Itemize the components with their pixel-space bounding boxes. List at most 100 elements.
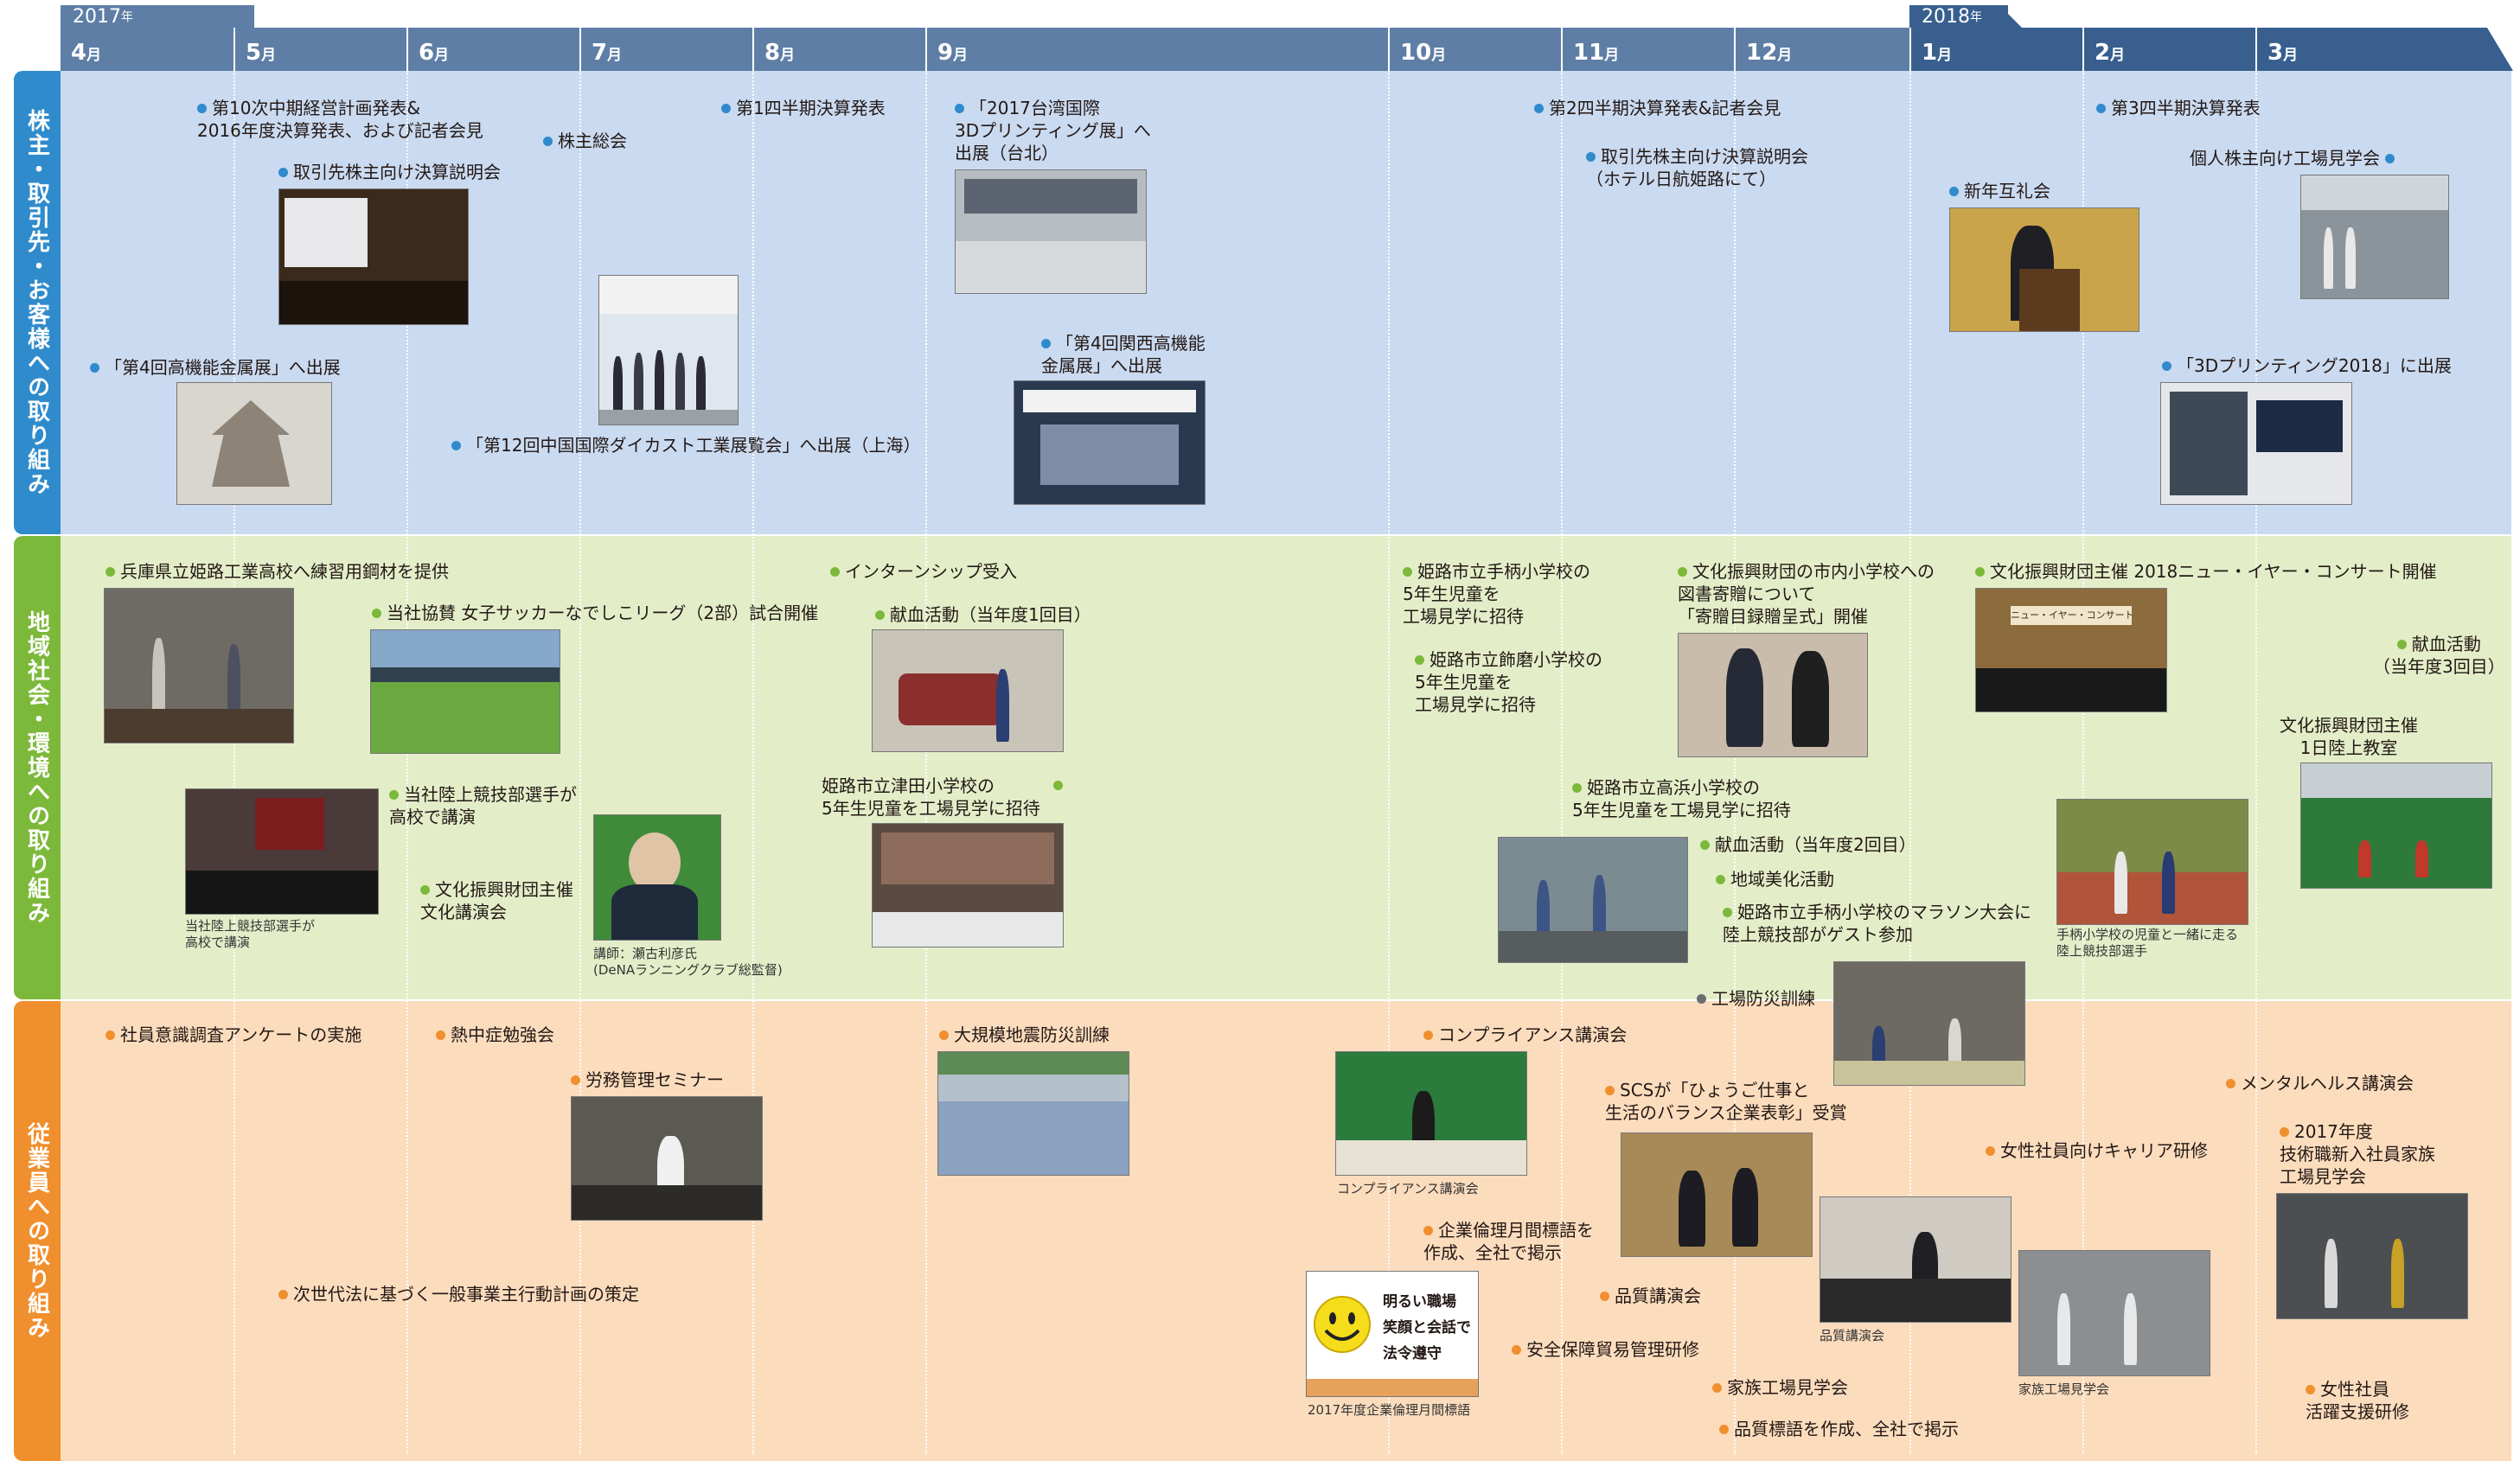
bullet-dot	[451, 441, 461, 450]
event-item: 文化振興財団主催 1日陸上教室	[2280, 715, 2418, 758]
photo-new-year	[1949, 207, 2139, 332]
event-item: 新年互礼会	[1949, 180, 2050, 202]
event-item: 次世代法に基づく一般事業主行動計画の策定	[278, 1283, 639, 1305]
bullet-dot	[1949, 187, 1959, 196]
bullet-dot	[1403, 567, 1412, 577]
month-divider	[2082, 71, 2084, 1454]
bullet-dot	[2096, 104, 2106, 113]
bullet-dot	[106, 1030, 115, 1040]
photo-takahama-school-tour	[1498, 837, 1688, 963]
event-item: 「3Dプリンティング2018」に出展	[2162, 354, 2452, 377]
smiley-icon	[1314, 1296, 1371, 1353]
photo-scs-award	[1621, 1132, 1813, 1257]
event-item: 第10次中期経営計画発表& 2016年度決算発表、および記者会見	[197, 98, 483, 141]
month-2: 2月	[2082, 28, 2255, 71]
section-employees-bg	[61, 1001, 2511, 1461]
event-item: 「2017台湾国際 3Dプリンティング展」へ 出展（台北）	[955, 98, 1151, 163]
photo-metal-castle	[176, 382, 332, 505]
photo-track-class	[2300, 762, 2492, 889]
bullet-dot	[955, 104, 964, 113]
event-item: 兵庫県立姫路工業高校へ練習用鋼材を提供	[106, 560, 449, 583]
bullet-dot	[1719, 1425, 1729, 1434]
event-item: 姫路市立手柄小学校のマラソン大会に 陸上競技部がゲスト参加	[1723, 902, 2031, 945]
month-divider	[579, 71, 581, 1454]
section-community-label: 地域社会・環境への取り組み	[14, 536, 61, 999]
photo-3d-printing-booth	[2160, 382, 2352, 505]
photo-caption: 品質講演会	[1820, 1328, 1885, 1343]
event-item: 第2四半期決算発表&記者会見	[1534, 97, 1781, 119]
month-divider	[233, 71, 235, 1454]
event-item: 社員意識調査アンケートの実施	[106, 1024, 361, 1046]
event-item: 品質講演会	[1600, 1285, 1701, 1307]
bullet-dot	[2226, 1079, 2235, 1088]
ethics-slogan-poster: 明るい職場 笑顔と会話で 法令遵守	[1306, 1271, 1479, 1397]
event-item: 文化振興財団の市内小学校への 図書寄贈について 「寄贈目録贈呈式」開催	[1678, 561, 1935, 627]
bullet-dot	[106, 567, 115, 577]
bullet-dot	[721, 104, 731, 113]
photo-soccer-match	[370, 629, 560, 754]
event-item: 女性社員向けキャリア研修	[1986, 1139, 2208, 1162]
event-item: 当社協賛 女子サッカーなでしこリーグ（2部）試合開催	[372, 602, 818, 624]
event-item: 品質標語を作成、全社で掲示	[1719, 1418, 1959, 1440]
bullet-dot	[1423, 1226, 1433, 1235]
event-item: 2017年度 技術職新入社員家族 工場見学会	[2280, 1121, 2435, 1187]
month-divider	[1734, 71, 1736, 1454]
year-tab-2017-slant	[147, 5, 182, 29]
event-item: 工場防災訓練	[1697, 987, 1815, 1010]
month-4: 4月	[71, 40, 102, 66]
event-item: インターンシップ受入	[830, 560, 1017, 583]
bullet-dot	[1723, 908, 1732, 917]
month-8: 8月	[752, 28, 925, 71]
month-divider	[1388, 71, 1390, 1454]
photo-caption: 講師：瀬古利彦氏 (DeNAランニングクラブ総監督)	[593, 946, 783, 978]
month-3: 3月	[2255, 28, 2463, 71]
photo-briefing	[278, 188, 469, 325]
bullet-dot	[2396, 640, 2407, 649]
bullet-dot	[1572, 783, 1582, 793]
photo-factory-tour	[2300, 175, 2449, 299]
photo-kansai-booth	[1014, 380, 1206, 505]
year-start: 2017	[73, 6, 121, 28]
bullet-dot	[372, 609, 381, 618]
month-6: 6月	[406, 28, 579, 71]
concert-sign: ニュー・イヤー・コンサート	[2011, 606, 2132, 625]
bullet-dot	[1053, 781, 1063, 790]
month-divider	[1909, 71, 1911, 1454]
event-item: 企業倫理月間標語を 作成、全社で掲示	[1423, 1220, 1594, 1263]
photo-school-lecture	[185, 788, 379, 915]
photo-fire-drill	[1833, 961, 2025, 1086]
event-item: 第3四半期決算発表	[2096, 97, 2261, 119]
event-item: 献血活動（当年度2回目）	[1700, 833, 1916, 856]
event-item: 第1四半期決算発表	[721, 97, 886, 119]
bullet-dot	[90, 363, 99, 373]
bullet-dot	[875, 610, 885, 620]
event-item: SCSが「ひょうご仕事と 生活のバランス企業表彰」受賞	[1605, 1080, 1847, 1123]
event-item: 取引先株主向け決算説明会 （ホテル日航姫路にて）	[1586, 146, 1808, 189]
bullet-dot	[571, 1075, 580, 1085]
bullet-dot	[197, 104, 207, 113]
section-employees-label: 従業員への取り組み	[14, 1001, 61, 1461]
year-end: 2018	[1922, 6, 1970, 28]
event-item: 「第4回高機能金属展」へ出展	[90, 356, 341, 379]
photo-caption: 家族工場見学会	[2018, 1381, 2110, 1397]
photo-caption: コンプライアンス講演会	[1337, 1181, 1479, 1196]
bullet-dot	[1697, 994, 1706, 1004]
photo-compliance-lecture	[1335, 1051, 1527, 1176]
bullet-dot	[1586, 152, 1596, 162]
photo-quality-lecture	[1820, 1196, 2012, 1323]
photo-blood-drive-1	[872, 629, 1064, 752]
bullet-dot	[2162, 361, 2171, 371]
bullet-dot	[1712, 1383, 1722, 1393]
poster-line-1: 明るい職場	[1383, 1293, 1456, 1311]
photo-marathon	[2056, 799, 2248, 925]
bullet-dot	[2306, 1385, 2315, 1394]
month-divider	[1561, 71, 1563, 1454]
month-divider	[752, 71, 754, 1454]
month-9: 9月	[925, 28, 1388, 71]
month-divider	[406, 71, 408, 1454]
bullet-dot	[420, 885, 430, 895]
event-item: 大規模地震防災訓練	[939, 1024, 1110, 1046]
event-item: 熱中症勉強会	[436, 1024, 554, 1046]
bullet-dot	[1678, 567, 1687, 577]
event-item: 株主総会	[543, 130, 627, 152]
